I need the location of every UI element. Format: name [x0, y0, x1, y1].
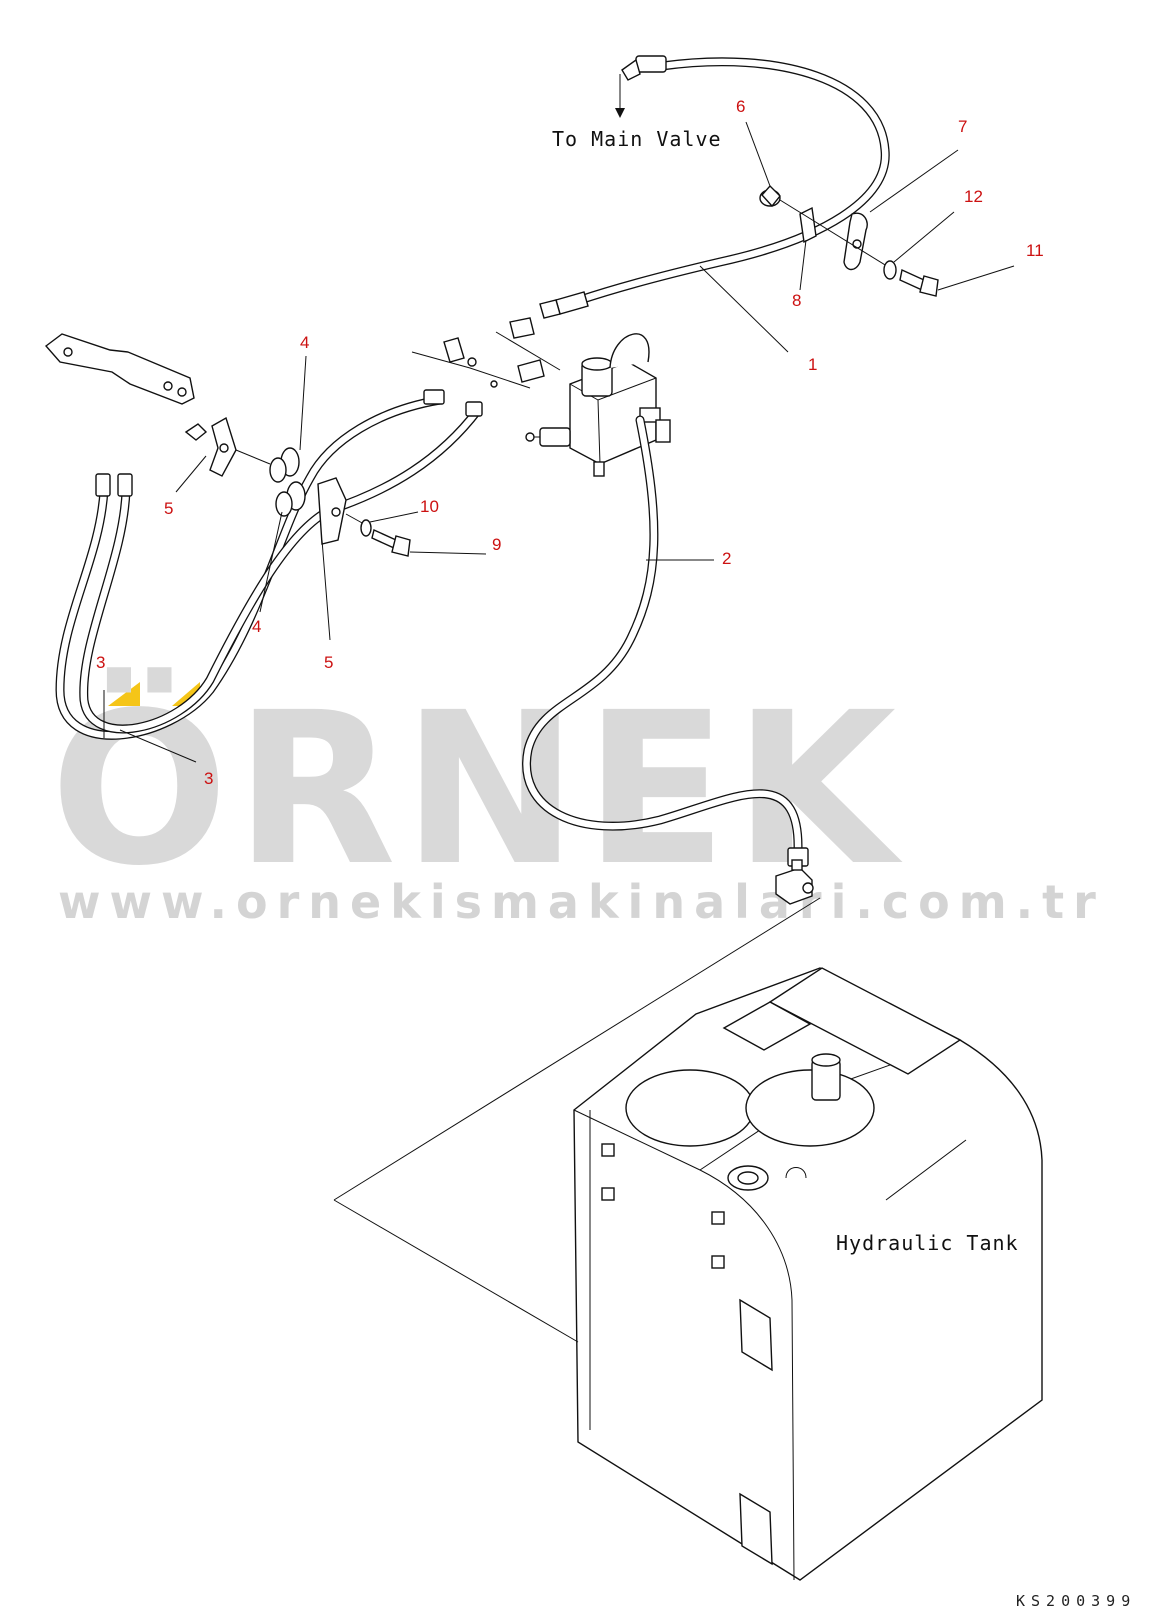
- callout-5-right: 5: [324, 653, 333, 672]
- callout-7: 7: [958, 117, 967, 136]
- hydraulic-tank: [333, 897, 1043, 1581]
- callout-3-lower: 3: [204, 769, 213, 788]
- solenoid-valve-block: [411, 317, 671, 477]
- captions: To Main Valve Hydraulic Tank KS200399: [552, 127, 1136, 1610]
- watermark-accent-left: [108, 682, 140, 706]
- callout-11: 11: [1026, 241, 1044, 260]
- callout-12: 12: [964, 187, 983, 206]
- brackets: [44, 333, 411, 557]
- callouts: 1 2 3 3 4 4 5 5 6 7 8 9 10 11 12: [96, 97, 1044, 788]
- watermark-url: www.ornekismakinalari.com.tr: [58, 875, 1105, 929]
- main-valve-pointer: [615, 74, 625, 118]
- hose-1: [539, 55, 890, 319]
- hydraulic-tank-label: Hydraulic Tank: [836, 1231, 1019, 1255]
- to-main-valve-label: To Main Valve: [552, 127, 722, 151]
- callout-8: 8: [792, 291, 801, 310]
- watermark: ÖRNEK www.ornekismakinalari.com.tr: [50, 666, 1105, 929]
- callout-2: 2: [722, 549, 731, 568]
- leader-lines: [103, 121, 1015, 763]
- hose-2: [522, 415, 814, 905]
- callout-4-lower: 4: [252, 617, 261, 636]
- callout-3-upper: 3: [96, 653, 105, 672]
- callout-5-left: 5: [164, 499, 173, 518]
- callout-6: 6: [736, 97, 745, 116]
- callout-10: 10: [420, 497, 439, 516]
- drawing-code: KS200399: [1016, 1592, 1136, 1610]
- callout-4-upper: 4: [300, 333, 309, 352]
- clamp-assembly: [759, 184, 939, 297]
- callout-1: 1: [808, 355, 817, 374]
- hoses-3-4: [55, 389, 483, 740]
- callout-9: 9: [492, 535, 501, 554]
